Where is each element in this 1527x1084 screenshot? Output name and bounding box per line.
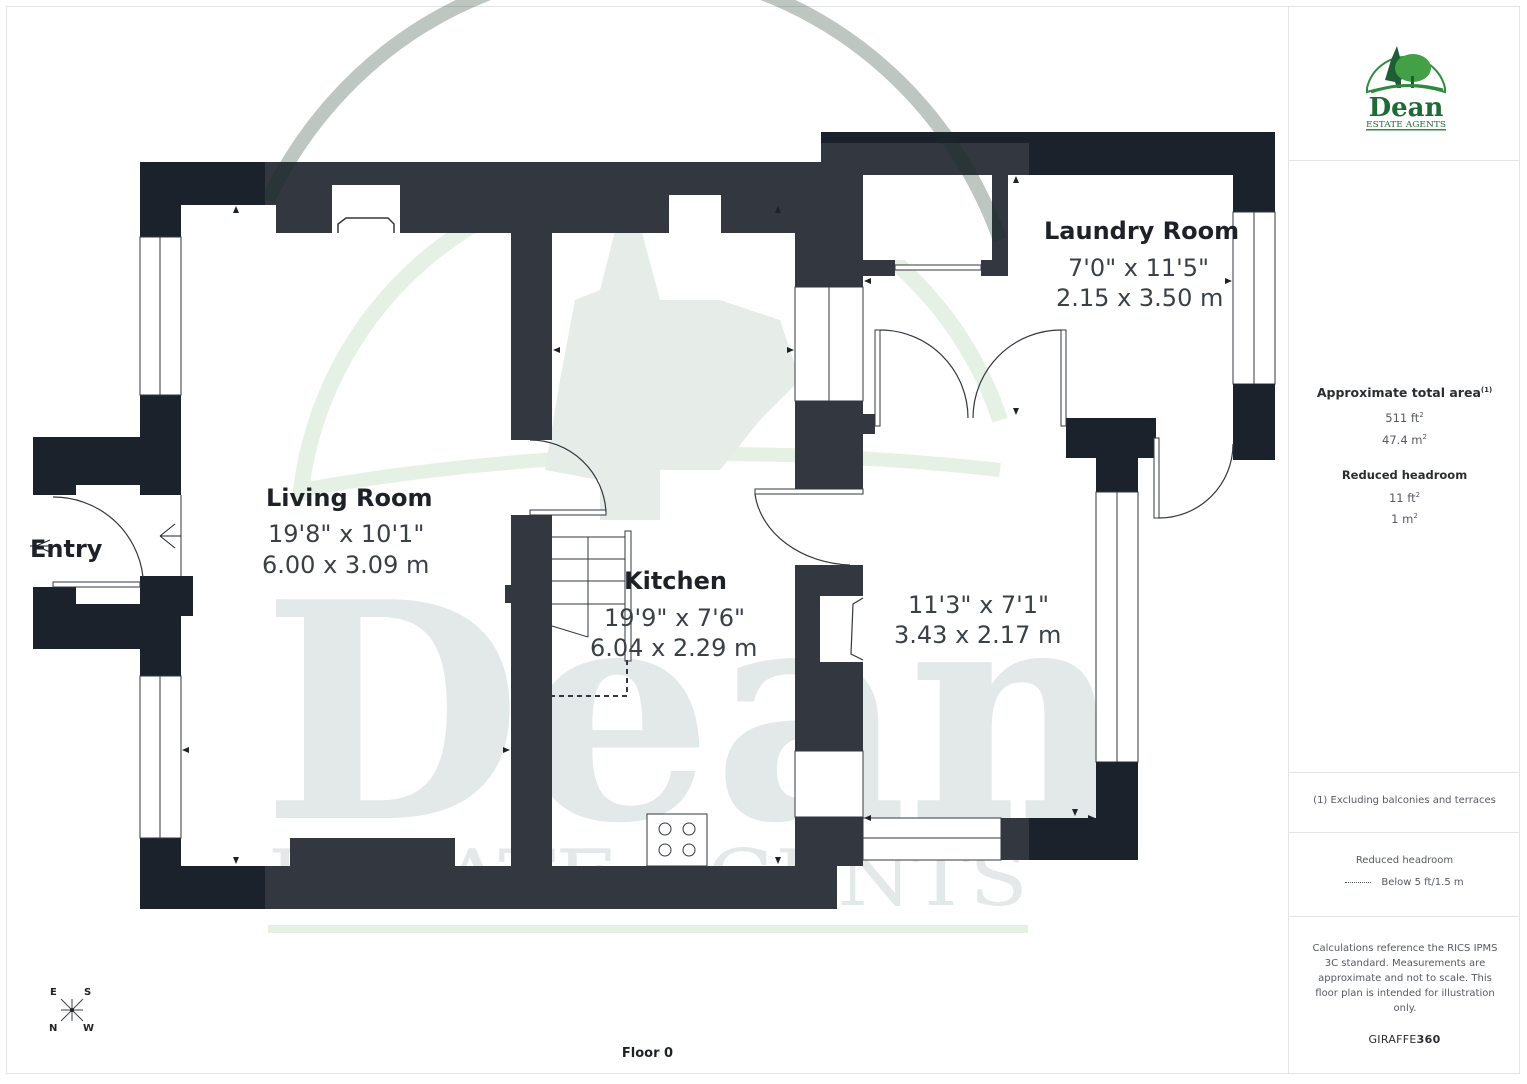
floor-plan-drawing: Dean ESTATE AGENTS [30,0,1276,933]
svg-text:Dean: Dean [1369,93,1444,123]
legend-section: Reduced headroom Below 5 ft/1.5 m [1289,833,1520,917]
reduced-headroom-sqm: 1 m2 [1391,512,1418,526]
compass-rose-icon [60,998,84,1022]
total-area-sqft: 511 ft2 [1385,411,1424,425]
room-dim-metric-kitchen: 6.04 x 2.29 m [590,634,758,662]
legend-title: Reduced headroom [1355,855,1454,866]
page-frame [6,6,1520,1074]
legend-item: Below 5 ft/1.5 m [1289,877,1520,888]
hob-icon [646,813,708,867]
area-summary: Approximate total area(1) 511 ft2 47.4 m… [1289,161,1520,773]
total-area-title: Approximate total area(1) [1316,385,1493,400]
reduced-headroom-title: Reduced headroom [1341,468,1468,482]
room-name-kitchen: Kitchen [624,567,727,595]
compass-label-e: E [50,987,57,998]
disclaimer-text: Calculations reference the RICS IPMS 3C … [1312,943,1498,1014]
dotted-line-icon [1345,882,1372,883]
reduced-headroom-sqft: 11 ft2 [1388,491,1421,505]
room-dim-metric-laundry: 2.15 x 3.50 m [1056,284,1224,312]
dean-logo-icon: Dean ESTATE AGENTS [1366,46,1446,131]
floor-label: Floor 0 [621,1046,674,1061]
logo-section: Dean ESTATE AGENTS [1289,6,1520,161]
footnote-section: (1) Excluding balconies and terraces [1289,773,1520,833]
room-dim-imperial-kitchen: 19'9" x 7'6" [604,604,746,632]
room-dim-imperial-living: 19'8" x 10'1" [268,520,425,548]
room-dim-imperial-unnamed: 11'3" x 7'1" [908,591,1050,619]
legend-item-label: Below 5 ft/1.5 m [1381,877,1464,888]
total-area-sqm: 47.4 m2 [1382,433,1427,447]
info-sidebar: Dean ESTATE AGENTS Approximate total are… [1288,6,1520,1074]
floor-plan: Dean ESTATE AGENTS [30,0,1276,1061]
watermark-overlay [261,0,1007,243]
room-name-living: Living Room [266,484,433,512]
svg-text:ESTATE AGENTS: ESTATE AGENTS [1366,120,1446,129]
provider-brand: GIRAFFE360 [1368,1033,1441,1046]
disclaimer-section: Calculations reference the RICS IPMS 3C … [1289,917,1520,1074]
room-dim-metric-living: 6.00 x 3.09 m [262,551,430,579]
walls [30,132,1276,909]
compass-icon: E S N W [44,985,100,1037]
compass-label-n: N [49,1023,58,1034]
compass-label-s: S [84,987,92,998]
compass-label-w: W [83,1023,95,1034]
room-dim-metric-unnamed: 3.43 x 2.17 m [894,621,1062,649]
footnote-text: (1) Excluding balconies and terraces [1313,795,1496,806]
room-name-entry: Entry [30,535,103,563]
room-name-laundry: Laundry Room [1044,217,1240,245]
room-dim-imperial-laundry: 7'0" x 11'5" [1068,254,1210,282]
measurement-markers [182,176,1232,864]
